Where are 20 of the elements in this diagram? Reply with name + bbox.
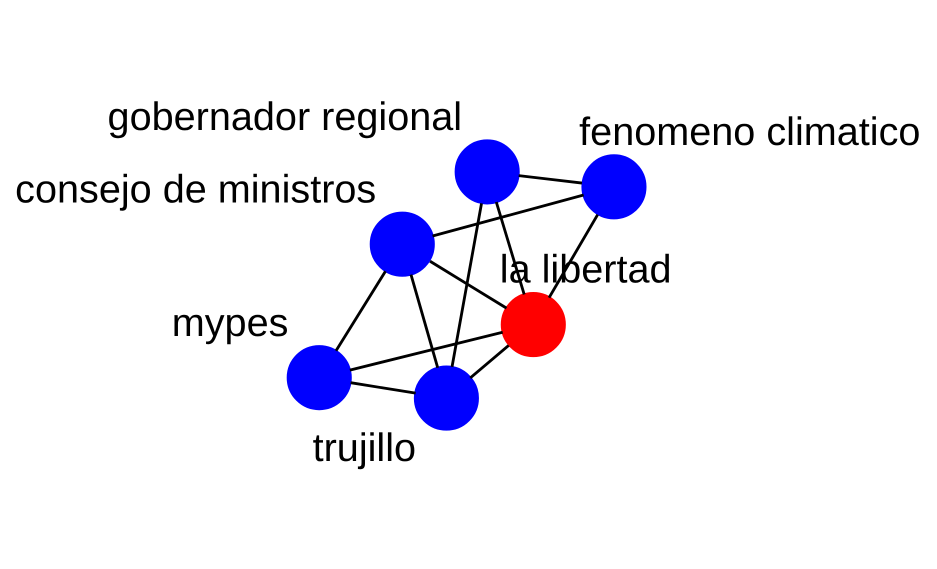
connector	[334, 270, 387, 351]
node-circle	[454, 138, 520, 204]
node-circle	[581, 154, 646, 219]
node-circle	[500, 292, 566, 357]
node-circle	[286, 344, 352, 410]
node-circle	[414, 365, 479, 430]
node-label: fenomeno climatico	[579, 109, 920, 154]
node-label: consejo de ministros	[15, 166, 376, 211]
connector	[469, 344, 510, 379]
node-label: trujillo	[312, 425, 416, 470]
connector	[450, 202, 483, 367]
connector	[350, 330, 503, 371]
node-label: mypes	[172, 300, 288, 344]
connector	[518, 174, 582, 184]
connector	[429, 260, 508, 309]
connector	[432, 193, 584, 237]
connector	[350, 380, 416, 394]
node-circle	[370, 211, 435, 276]
node-label: gobernador regional	[108, 94, 462, 139]
connector	[410, 274, 440, 368]
